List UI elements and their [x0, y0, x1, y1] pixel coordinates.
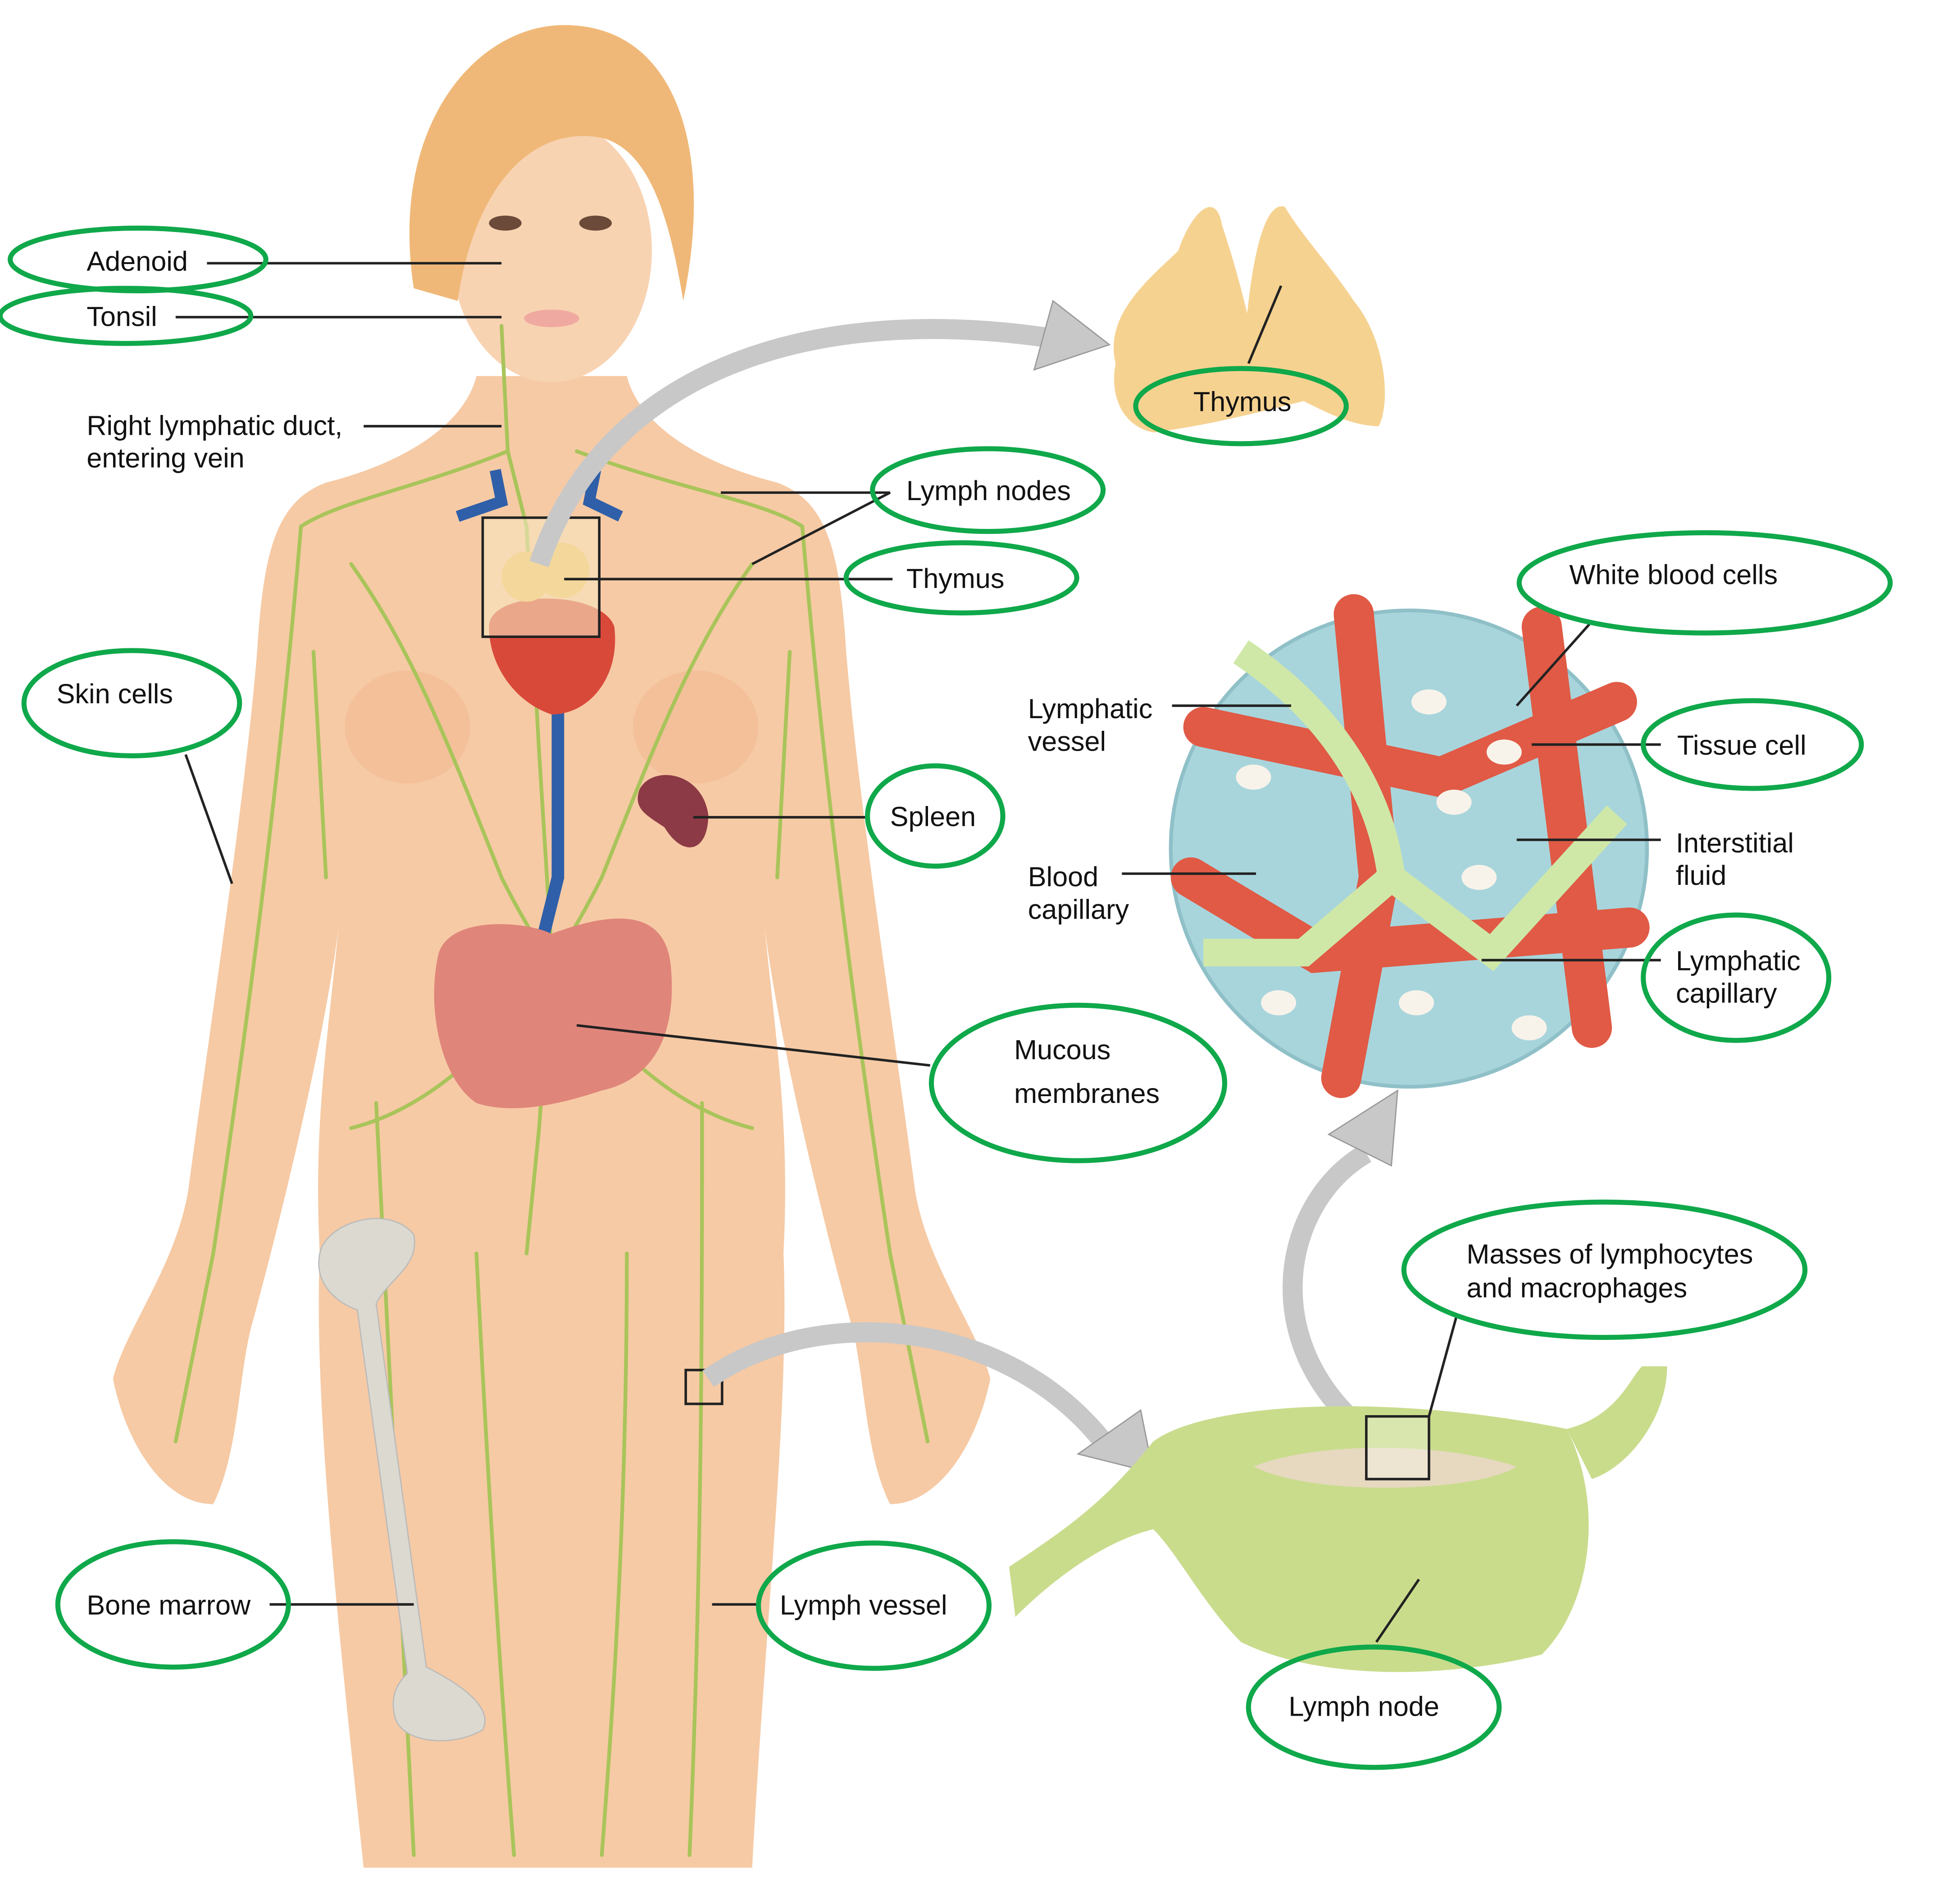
label-mucous-1: Mucous — [1014, 1034, 1110, 1065]
label-tissue-cell: Tissue cell — [1677, 730, 1806, 761]
label-right-duct-2: entering vein — [86, 443, 244, 474]
eye-left — [489, 215, 522, 231]
label-lymphatic-vessel-1: Lymphatic — [1028, 693, 1153, 724]
label-white-blood-cells: White blood cells — [1570, 559, 1778, 590]
arrow-head-node — [1076, 1409, 1154, 1474]
label-lymph-node: Lymph node — [1288, 1691, 1439, 1722]
brachiocephalic-vein — [455, 469, 623, 522]
label-lymph-vessel: Lymph vessel — [780, 1590, 947, 1620]
label-lymphatic-capillary-2: capillary — [1676, 978, 1777, 1009]
breast-right — [633, 670, 759, 783]
intestines — [434, 918, 672, 1108]
label-interstitial-1: Interstitial — [1676, 828, 1794, 858]
arrow-to-lymph-node — [702, 1322, 1111, 1448]
label-ovals — [0, 225, 1893, 1770]
lymph-network — [173, 324, 930, 1857]
label-bone-marrow: Bone marrow — [86, 1590, 251, 1620]
spleen — [637, 775, 709, 847]
label-lymph-nodes: Lymph nodes — [906, 475, 1071, 506]
label-lymphatic-capillary-1: Lymphatic — [1676, 945, 1801, 976]
label-spleen: Spleen — [890, 801, 976, 832]
label-right-duct-1: Right lymphatic duct, — [86, 410, 342, 441]
hair — [409, 25, 694, 301]
eye-right — [579, 215, 612, 231]
label-thymus: Thymus — [906, 563, 1005, 594]
arrow-head-inset — [1327, 1089, 1399, 1167]
body-silhouette — [113, 376, 991, 1868]
arrow-to-inset — [1283, 1144, 1385, 1450]
label-thymus-detail: Thymus — [1193, 387, 1292, 417]
label-blood-capillary-2: capillary — [1028, 894, 1129, 925]
label-blood-capillary-1: Blood — [1028, 861, 1099, 892]
leader-lines — [175, 262, 1661, 1643]
label-masses-1: Masses of lymphocytes — [1466, 1239, 1753, 1269]
arrow-to-thymus — [529, 319, 1055, 567]
label-mucous-2: membranes — [1014, 1078, 1160, 1109]
label-interstitial-2: fluid — [1676, 860, 1726, 891]
lips — [524, 310, 579, 328]
label-masses-2: and macrophages — [1466, 1272, 1687, 1303]
femur-bone — [318, 1218, 486, 1741]
label-lymphatic-vessel-2: vessel — [1028, 726, 1106, 756]
tissue-inset — [1169, 594, 1650, 1098]
label-skin-cells: Skin cells — [57, 679, 173, 709]
body-figure — [113, 25, 991, 1868]
label-adenoid: Adenoid — [86, 246, 188, 277]
arrow-head-thymus — [1033, 300, 1111, 371]
breast-left — [345, 670, 470, 783]
lymph-node-illustration — [1009, 1366, 1667, 1672]
label-tonsil: Tonsil — [86, 301, 157, 332]
